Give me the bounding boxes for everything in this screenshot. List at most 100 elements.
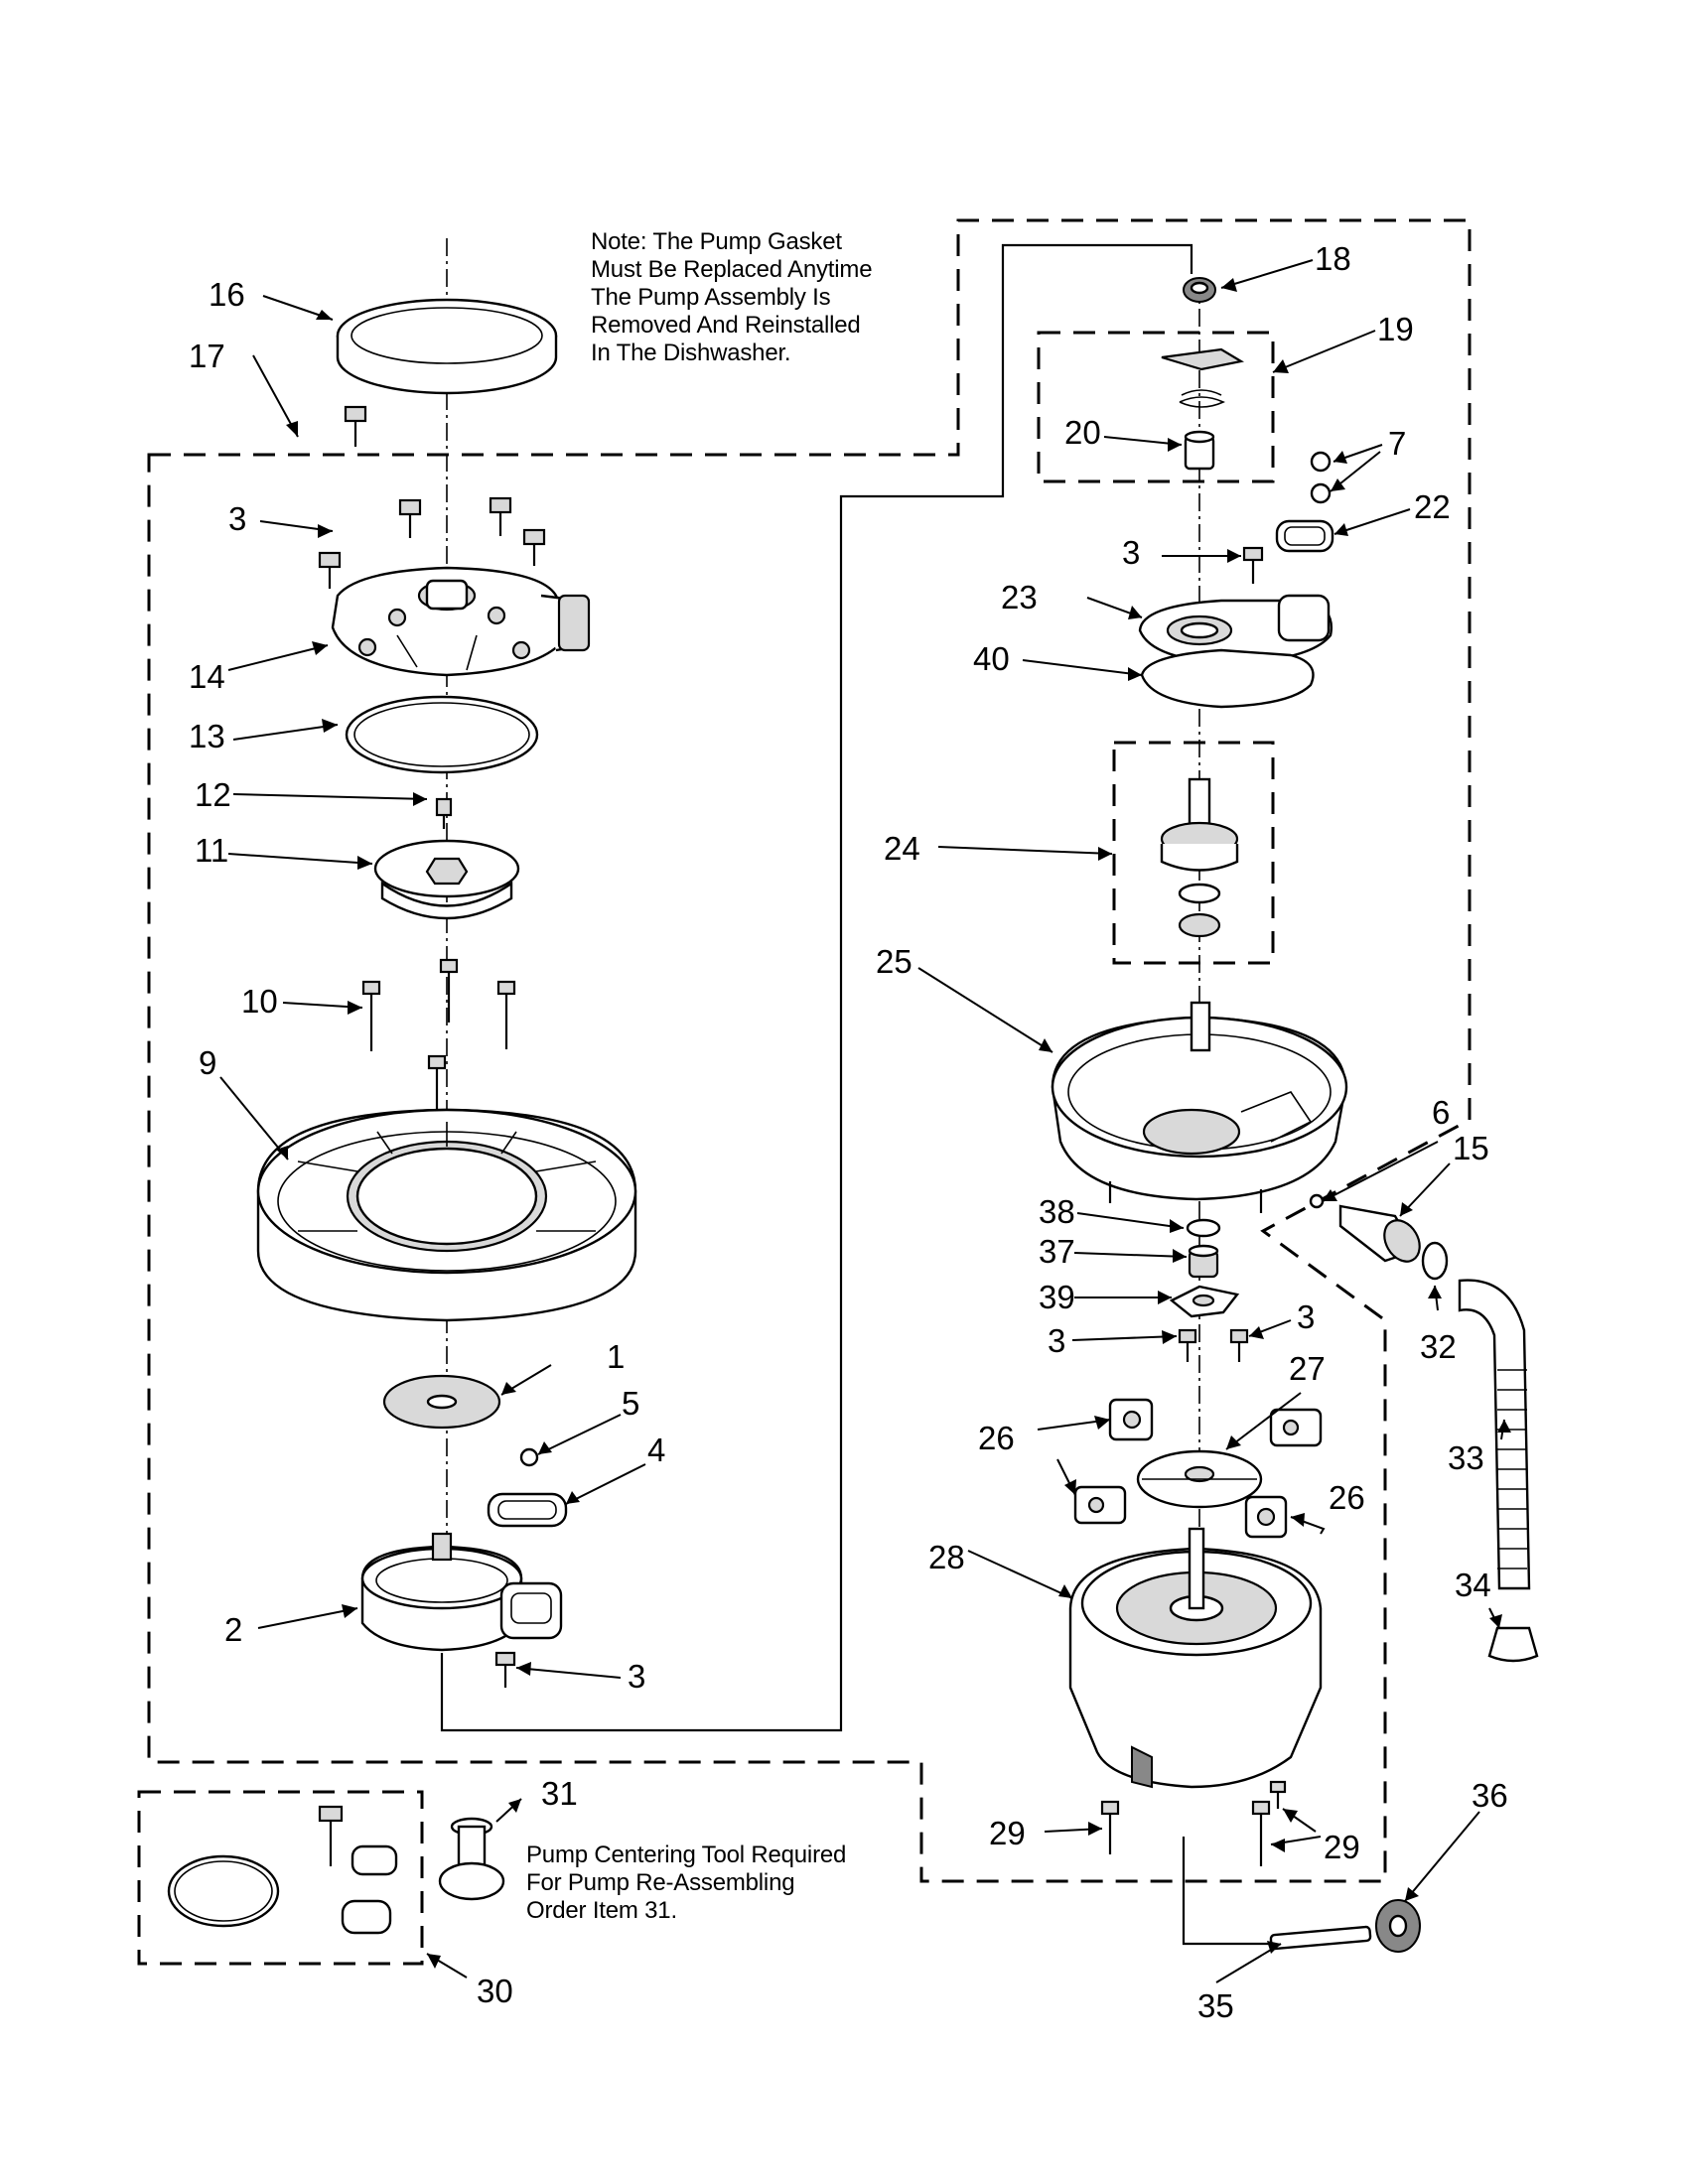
drain-knob-part [1375,1899,1421,1953]
drain-shaft-part [1269,1925,1372,1951]
note-line: Note: The Pump Gasket [591,228,842,255]
assembly-30-boundary [137,1790,424,1966]
drain-gasket-part [487,1492,568,1528]
screw-bottom-part [494,1651,516,1688]
callout-11: 11 [195,832,228,869]
grommet-c-part [1269,1408,1323,1447]
callout-32: 32 [1420,1328,1457,1365]
grommet-d-part [1244,1495,1288,1539]
callout-27: 27 [1289,1350,1326,1387]
callout-29-right: 29 [1324,1829,1360,1865]
pump-housing-part [331,566,591,677]
shaft-seal-part [1160,777,1239,938]
o-ring-inner [353,702,530,767]
callout-19: 19 [1377,311,1414,347]
o-ring-part [345,695,539,774]
callout-5: 5 [622,1385,639,1422]
callout-13: 13 [189,718,225,754]
check-ball-part [519,1447,539,1467]
note-line: Pump Centering Tool Required [526,1842,847,1868]
centering-tool-note: Pump Centering Tool Required For Pump Re… [526,1842,846,1925]
callout-1: 1 [607,1338,625,1375]
callout-10: 10 [241,983,278,1020]
motor-part [1068,1527,1323,1789]
callout-38: 38 [1039,1193,1075,1230]
callout-31: 31 [541,1775,578,1812]
hose-clamp-part [1421,1241,1449,1281]
seal-37-part [1188,1244,1219,1279]
callout-26-right: 26 [1329,1479,1365,1516]
callout-30: 30 [477,1973,513,2009]
long-screws-part [361,958,516,1119]
cover-gasket-part [1140,648,1315,709]
callout-12: 12 [195,776,231,813]
bracket-line-drain [1182,1837,1286,1946]
callout-35: 35 [1197,1987,1234,2024]
note-line: The Pump Assembly Is [591,284,831,311]
callout-6: 6 [1432,1094,1450,1131]
ball-upper-part [1310,451,1332,473]
pump-gasket-part [336,298,558,395]
o-ring-38-part [1186,1218,1221,1238]
callout-33: 33 [1448,1439,1484,1476]
centering-tool-part [438,1817,505,1901]
screws-pair-part [1178,1328,1249,1362]
pump-gasket-note: Note: The Pump Gasket Must Be Replaced A… [591,228,873,367]
gasket-22-part [1275,519,1334,553]
small-ball-part [1309,1193,1325,1209]
callout-14: 14 [189,658,225,695]
arrowheads [276,278,1511,1969]
callout-18: 18 [1315,240,1351,277]
callout-3-pair-right: 3 [1297,1298,1315,1335]
callout-39: 39 [1039,1279,1075,1315]
note-line: Must Be Replaced Anytime [591,256,873,283]
callout-29-left: 29 [989,1815,1026,1851]
drain-housing-part [360,1532,563,1652]
callout-40: 40 [973,640,1010,677]
callout-26-left: 26 [978,1420,1015,1456]
callout-34: 34 [1455,1567,1491,1603]
callout-3-top: 3 [228,500,246,537]
ball-lower-part [1310,482,1332,504]
mount-plate-39-part [1169,1285,1240,1318]
callout-9: 9 [199,1044,216,1081]
kit-30-part [167,1805,398,1935]
assembly-24-boundary [1112,741,1275,965]
screws-top-part [318,405,546,589]
callout-4: 4 [647,1432,665,1468]
callout-3-bottom: 3 [628,1658,645,1695]
bearing-part [1183,277,1216,303]
callout-24: 24 [884,830,920,867]
pump-base-part [256,1108,637,1322]
motor-screws-part [1100,1780,1287,1866]
callout-3-pair-left: 3 [1048,1322,1065,1359]
impeller-part [373,839,520,920]
sleeve-part [1184,430,1215,471]
callout-22: 22 [1414,488,1451,525]
callout-17: 17 [189,338,225,374]
callout-3-right: 3 [1122,534,1140,571]
filter-screen-part [382,1374,501,1430]
assembly-17-boundary [147,218,1472,1883]
callout-15: 15 [1453,1130,1489,1166]
callout-numbers: 16 17 3 14 13 12 11 10 9 1 5 4 2 3 18 19… [189,240,1508,2024]
note-line: Order Item 31. [526,1897,677,1924]
callout-2: 2 [224,1611,242,1648]
callout-25: 25 [876,943,912,980]
grommet-b-part [1073,1485,1127,1525]
drain-cap-part [1487,1626,1539,1663]
pump-body-part [1051,1001,1348,1213]
assembly-19-boundary [1037,331,1275,483]
callout-16: 16 [209,276,245,313]
impeller-bolt-part [435,797,453,829]
drain-hose-part [1458,1279,1531,1590]
screw-right-top-part [1242,546,1264,584]
note-line: In The Dishwasher. [591,340,791,366]
note-line: Removed And Reinstalled [591,312,861,339]
callout-7: 7 [1388,425,1406,462]
callout-28: 28 [928,1539,965,1575]
check-valve-part [1338,1204,1421,1263]
callout-20: 20 [1064,414,1101,451]
grommet-a-part [1108,1398,1154,1441]
